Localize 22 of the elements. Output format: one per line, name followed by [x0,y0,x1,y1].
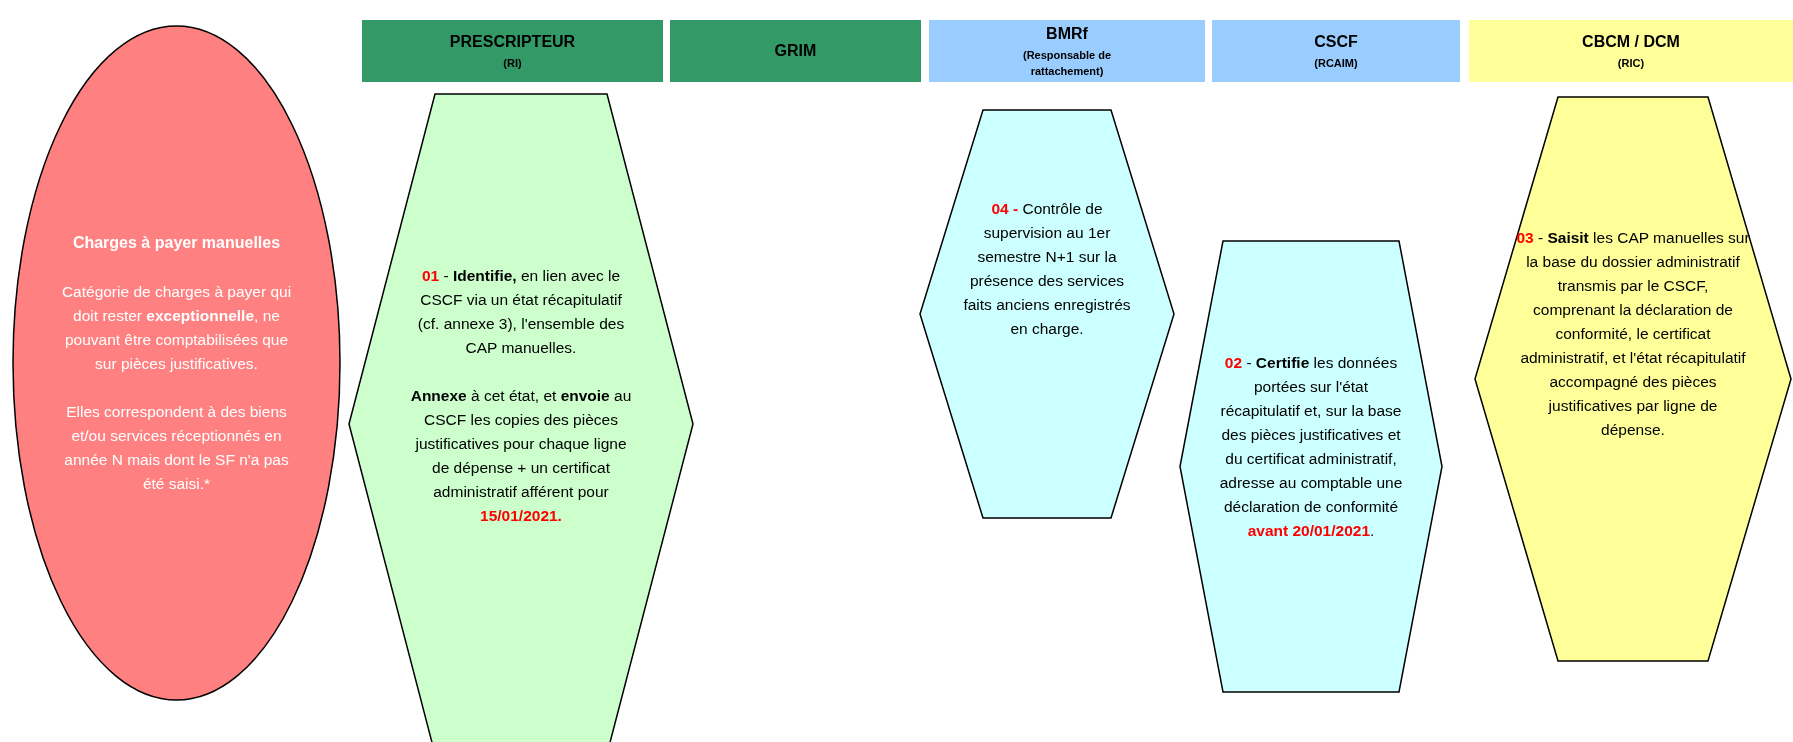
step-text: 01 - Identifie, en lien avec le CSCF via un état récapitulatif (cf. annexe 3), l'ensemble des CAP manuelles. [416,266,626,358]
step-text: Elles correspondent à des biens et/ou services réceptionnés en année N mais dont le SF n'a pas été saisi.* [63,402,290,494]
shape-title: Charges à payer manuelles [71,233,282,253]
column-title: BMRf [1046,23,1088,44]
column-subtitle: (RIC) [1617,55,1645,71]
step-text: 04 - Contrôle de supervision au 1er semestre N+1 sur la présence des services faits anciens enregistrés en charge. [962,199,1132,339]
column-header [670,20,921,82]
column-title: CSCF [1314,31,1358,52]
column-header [929,20,1205,82]
column-subtitle: (Responsable de rattachement) [1022,47,1112,79]
column-header [1469,20,1793,82]
column-subtitle: (RI) [503,55,522,71]
column-header [362,20,663,82]
column-subtitle: (RCAIM) [1314,55,1358,71]
step-text: 02 - Certifie les données portées sur l'état récapitulatif et, sur la base des pièces justificatives et du certificat administratif, adresse au comptable une déclaration de conformité avant 20/01/2021. [1218,352,1404,541]
column-title: CBCM / DCM [1582,31,1680,52]
column-header [1212,20,1460,82]
step-text: Catégorie de charges à payer qui doit rester exceptionnelle, ne pouvant être comptabilisées que sur pièces justificatives. [61,282,292,374]
step-text: 03 - Saisit les CAP manuelles sur la base du dossier administratif transmis par le CSCF, comprenant la déclaration de conformité, le certificat administratif, et l'état récapitulatif accompagné des pièces justificatives par ligne de dépense. [1515,228,1751,440]
column-title: PRESCRIPTEUR [449,31,576,52]
column-title: GRIM [774,41,817,61]
step-text: Annexe à cet état, et envoie au CSCF les copies des pièces justificatives pour chaque ligne de dépense + un certificat administratif afférent pour 15/01/2021. [409,386,633,526]
